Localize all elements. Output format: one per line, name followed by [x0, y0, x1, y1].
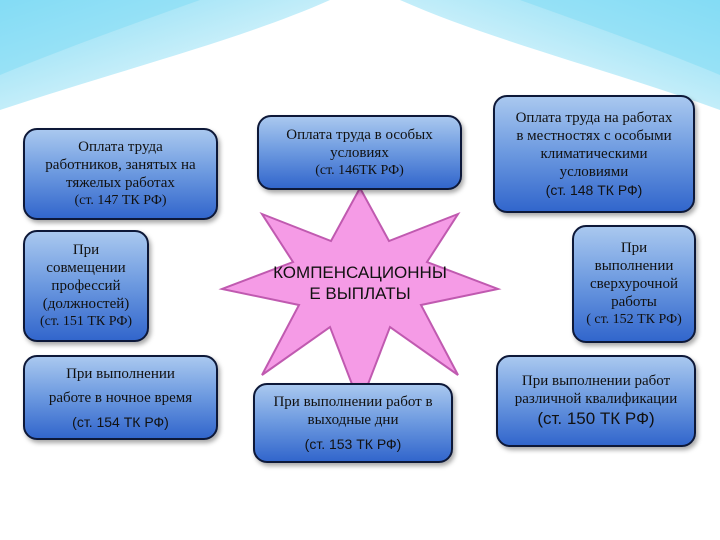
qualification-line2: различной квалификации — [514, 391, 678, 407]
overtime-ref: ( ст. 152 ТК РФ) — [586, 312, 682, 327]
special-conditions-line1: Оплата труда в особых — [286, 126, 433, 143]
heavy-work-line1: Оплата труда — [78, 139, 163, 155]
center-title-line2: Е ВЫПЛАТЫ — [309, 284, 411, 303]
special-conditions-line2: условиях — [330, 144, 389, 161]
climate-line2: в местностях с особыми — [516, 128, 672, 144]
box-combining: При совмещении профессий (должностей) (с… — [23, 230, 149, 342]
combining-line3: профессий — [51, 278, 121, 294]
box-qualification: При выполнении работ различной квалифика… — [496, 355, 696, 447]
climate-line1: Оплата труда на работах — [515, 110, 673, 126]
overtime-line3: сверхурочной — [590, 276, 678, 292]
night-line2: работе в ночное время — [48, 389, 193, 406]
night-ref: (ст. 154 ТК РФ) — [72, 413, 169, 430]
weekend-line1: При выполнении работ в — [273, 394, 433, 410]
combining-ref: (ст. 151 ТК РФ) — [39, 314, 133, 329]
box-special-conditions: Оплата труда в особых условиях (ст. 146Т… — [257, 115, 462, 190]
box-weekend: При выполнении работ в выходные дни (ст.… — [253, 383, 453, 463]
weekend-ref: (ст. 153 ТК РФ) — [304, 436, 402, 452]
box-heavy-work: Оплата труда работников, занятых на тяже… — [23, 128, 218, 220]
overtime-line1: При — [620, 240, 648, 256]
weekend-line2: выходные дни — [307, 412, 399, 428]
box-night: При выполнении работе в ночное время (ст… — [23, 355, 218, 440]
qualification-ref: (ст. 150 ТК РФ) — [537, 409, 655, 428]
night-line1: При выполнении — [66, 365, 175, 382]
combining-line2: совмещении — [46, 260, 126, 276]
box-climate: Оплата труда на работах в местностях с о… — [493, 95, 695, 213]
heavy-work-line3: тяжелых работах — [66, 175, 175, 191]
qualification-line1: При выполнении работ — [521, 373, 671, 389]
center-title-line1: КОМПЕНСАЦИОННЫ — [273, 263, 447, 282]
overtime-line4: работы — [611, 294, 657, 310]
special-conditions-ref: (ст. 146ТК РФ) — [315, 162, 404, 178]
box-overtime: При выполнении сверхурочной работы ( ст.… — [572, 225, 696, 343]
climate-ref: (ст. 148 ТК РФ) — [545, 182, 643, 198]
climate-line3: климатическими — [540, 146, 648, 162]
heavy-work-ref: (ст. 147 ТК РФ) — [74, 193, 167, 208]
heavy-work-line2: работников, занятых на — [45, 157, 196, 173]
overtime-line2: выполнении — [594, 258, 674, 274]
climate-line4: условиями — [559, 164, 629, 180]
center-title: КОМПЕНСАЦИОННЫ Е ВЫПЛАТЫ — [245, 262, 475, 304]
combining-line1: При — [72, 242, 100, 258]
combining-line4: (должностей) — [42, 296, 130, 312]
